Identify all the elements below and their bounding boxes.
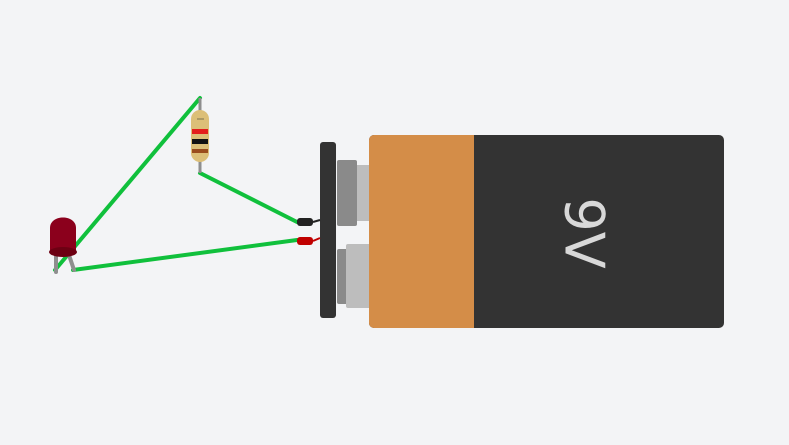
resistor-body: [191, 110, 209, 162]
wire-led-to-battery-positive[interactable]: [71, 238, 299, 272]
resistor-band-2: [192, 139, 208, 144]
led-leg-right: [67, 253, 76, 272]
negative-lead: [297, 218, 313, 226]
negative-lead-wire: [312, 219, 321, 223]
battery-label: 9V: [552, 197, 615, 268]
led-base: [49, 247, 77, 257]
wire-resistor-to-battery-negative[interactable]: [198, 171, 299, 224]
led-bulb-icon: [50, 217, 76, 252]
wire-led-to-resistor[interactable]: [53, 96, 202, 272]
battery-terminal-positive: [346, 244, 371, 308]
battery-terminal-negative: [357, 165, 371, 221]
battery-band: [369, 135, 474, 328]
resistor-band-1: [192, 129, 208, 134]
battery-component[interactable]: 9V: [346, 135, 724, 328]
resistor-component[interactable]: [191, 98, 209, 173]
positive-lead: [297, 237, 313, 245]
connector-negative-housing: [337, 160, 357, 226]
connector-plate: [320, 142, 336, 318]
led-component[interactable]: [49, 217, 77, 274]
resistor-band-3: [192, 149, 208, 153]
positive-lead-wire: [312, 237, 321, 242]
